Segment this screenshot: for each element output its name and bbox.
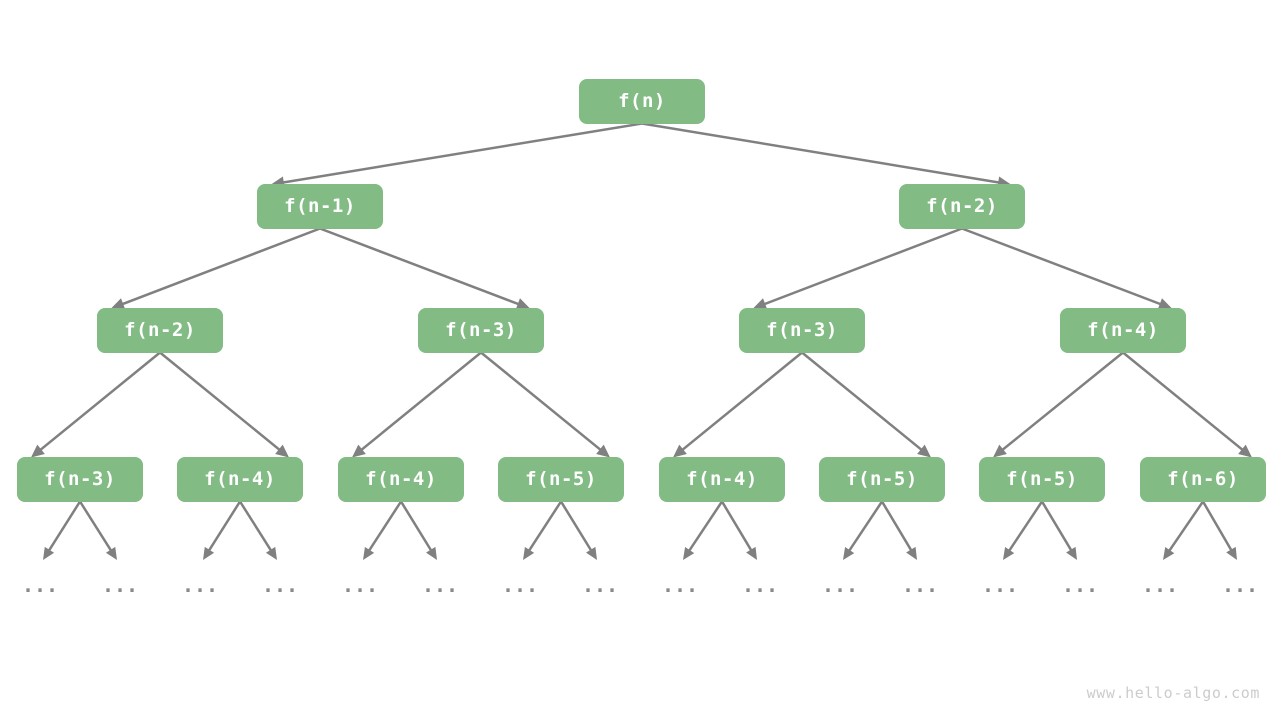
tree-node: f(n-3) [739, 307, 865, 353]
tree-node: f(n-3) [418, 307, 544, 353]
ellipsis-marker: ... [261, 573, 299, 597]
tree-node: f(n-4) [338, 456, 464, 502]
ellipsis-marker: ... [421, 573, 459, 597]
ellipsis-marker: ... [661, 573, 699, 597]
ellipsis-marker: ... [581, 573, 619, 597]
tree-node: f(n-4) [177, 456, 303, 502]
ellipsis-marker: ... [501, 573, 539, 597]
tree-node: f(n) [579, 78, 705, 124]
tree-node: f(n-1) [257, 183, 383, 229]
ellipsis-marker: ... [1141, 573, 1179, 597]
tree-node: f(n-4) [659, 456, 785, 502]
ellipsis-marker: ... [101, 573, 139, 597]
tree-node: f(n-5) [498, 456, 624, 502]
tree-node: f(n-3) [17, 456, 143, 502]
ellipsis-marker: ... [1061, 573, 1099, 597]
tree-node: f(n-4) [1060, 307, 1186, 353]
tree-node: f(n-5) [979, 456, 1105, 502]
watermark: www.hello-algo.com [1086, 684, 1260, 702]
ellipsis-marker: ... [341, 573, 379, 597]
ellipsis-marker: ... [981, 573, 1019, 597]
tree-node: f(n-2) [899, 183, 1025, 229]
ellipsis-marker: ... [901, 573, 939, 597]
ellipsis-marker: ... [1221, 573, 1259, 597]
tree-node: f(n-2) [97, 307, 223, 353]
ellipsis-marker: ... [181, 573, 219, 597]
ellipsis-marker: ... [21, 573, 59, 597]
ellipsis-marker: ... [741, 573, 779, 597]
tree-node: f(n-6) [1140, 456, 1266, 502]
tree-node: f(n-5) [819, 456, 945, 502]
ellipsis-marker: ... [821, 573, 859, 597]
